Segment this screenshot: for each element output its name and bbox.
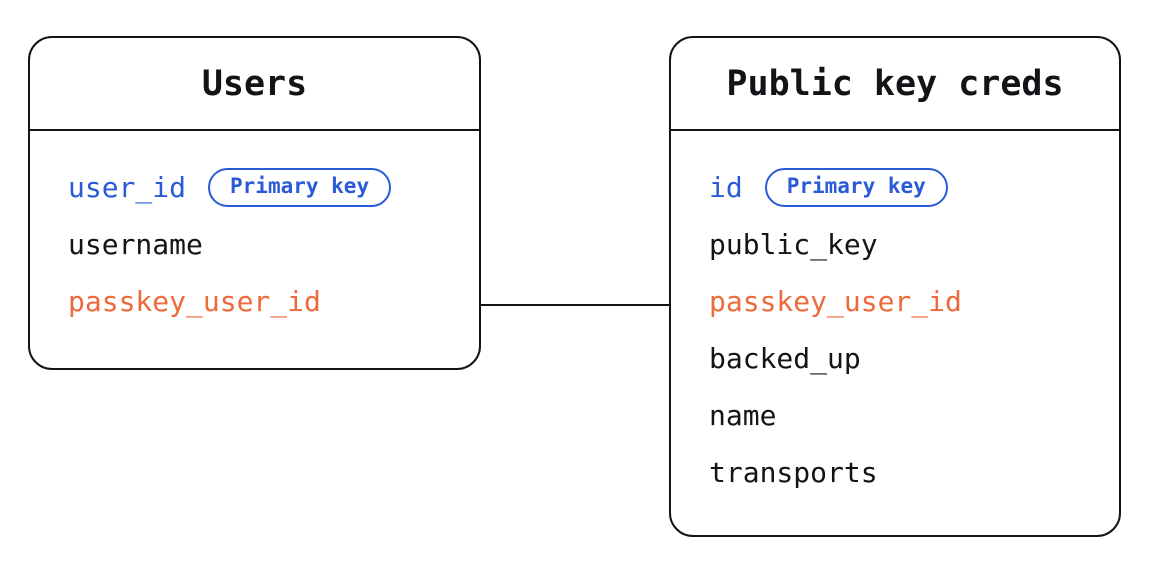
primary-key-badge: Primary key xyxy=(764,167,948,208)
table-public-key-creds: Public key creds id Primary key public_key… xyxy=(669,36,1121,537)
field-row: username xyxy=(68,216,443,273)
field-name: passkey_user_id xyxy=(68,285,321,318)
field-row: backed_up xyxy=(709,330,1083,387)
field-name: public_key xyxy=(709,228,878,261)
field-name: name xyxy=(709,399,777,432)
field-name: id xyxy=(709,171,743,204)
table-users-title: Users xyxy=(30,38,479,131)
field-name: backed_up xyxy=(709,342,861,375)
field-row: passkey_user_id xyxy=(709,273,1083,330)
field-name: transports xyxy=(709,456,878,489)
field-name: user_id xyxy=(68,171,187,204)
table-public-key-creds-title: Public key creds xyxy=(671,38,1119,131)
field-row: user_id Primary key xyxy=(68,159,443,216)
primary-key-badge: Primary key xyxy=(208,167,392,208)
field-row: passkey_user_id xyxy=(68,273,443,330)
field-name: username xyxy=(68,228,203,261)
field-name: passkey_user_id xyxy=(709,285,962,318)
relationship-line xyxy=(479,304,671,306)
field-row: public_key xyxy=(709,216,1083,273)
field-row: id Primary key xyxy=(709,159,1083,216)
field-row: name xyxy=(709,387,1083,444)
field-row: transports xyxy=(709,444,1083,501)
